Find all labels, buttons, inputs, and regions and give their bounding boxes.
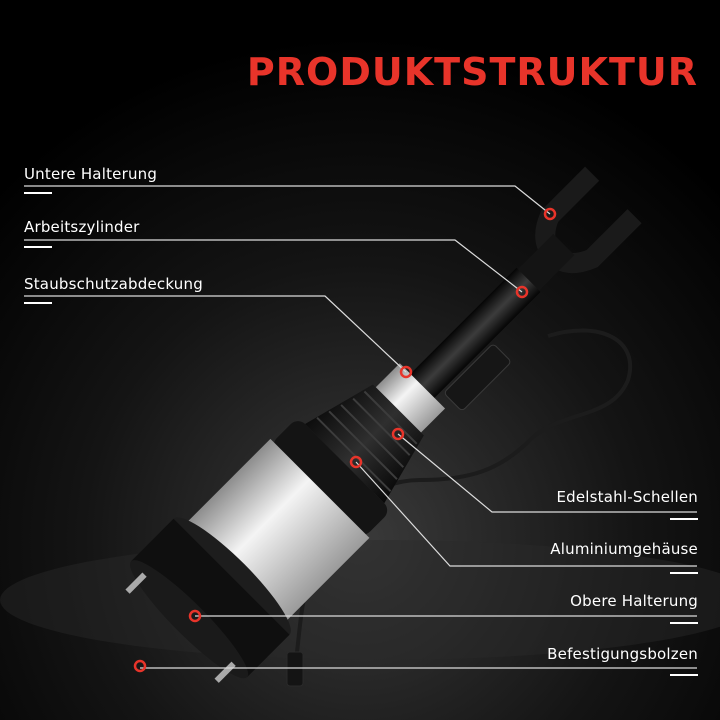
label-underline bbox=[670, 518, 698, 520]
label-working-cylinder: Arbeitszylinder bbox=[24, 218, 140, 236]
label-steel-clamps: Edelstahl-Schellen bbox=[556, 488, 698, 506]
upper-collar bbox=[375, 363, 446, 433]
bottom-mount bbox=[131, 518, 290, 678]
air-bag bbox=[273, 421, 388, 535]
dust-bellows bbox=[305, 384, 424, 504]
label-upper-mount: Obere Halterung bbox=[570, 592, 698, 610]
label-lower-mount: Untere Halterung bbox=[24, 165, 158, 183]
valve-block bbox=[444, 344, 511, 411]
callout-lines bbox=[24, 185, 697, 669]
sensor-connector bbox=[286, 651, 304, 687]
label-underline bbox=[670, 622, 698, 624]
bolt bbox=[125, 572, 147, 594]
label-underline bbox=[24, 192, 52, 194]
label-underline bbox=[670, 572, 698, 574]
bolt bbox=[214, 661, 236, 683]
label-underline bbox=[670, 674, 698, 676]
label-underline bbox=[24, 302, 52, 304]
label-underline bbox=[24, 246, 52, 248]
mount-base bbox=[130, 560, 249, 679]
bellows-ribs bbox=[316, 390, 418, 492]
label-mounting-bolts: Befestigungsbolzen bbox=[547, 645, 698, 663]
page-title: PRODUKTSTRUKTUR bbox=[246, 50, 698, 94]
label-dust-cover: Staubschutzabdeckung bbox=[24, 275, 203, 293]
working-cylinder bbox=[403, 267, 541, 405]
strut-assembly bbox=[125, 166, 642, 683]
callout-markers bbox=[133, 207, 557, 673]
aluminium-housing bbox=[185, 438, 370, 623]
label-aluminium-housing: Aluminiumgehäuse bbox=[550, 540, 698, 558]
